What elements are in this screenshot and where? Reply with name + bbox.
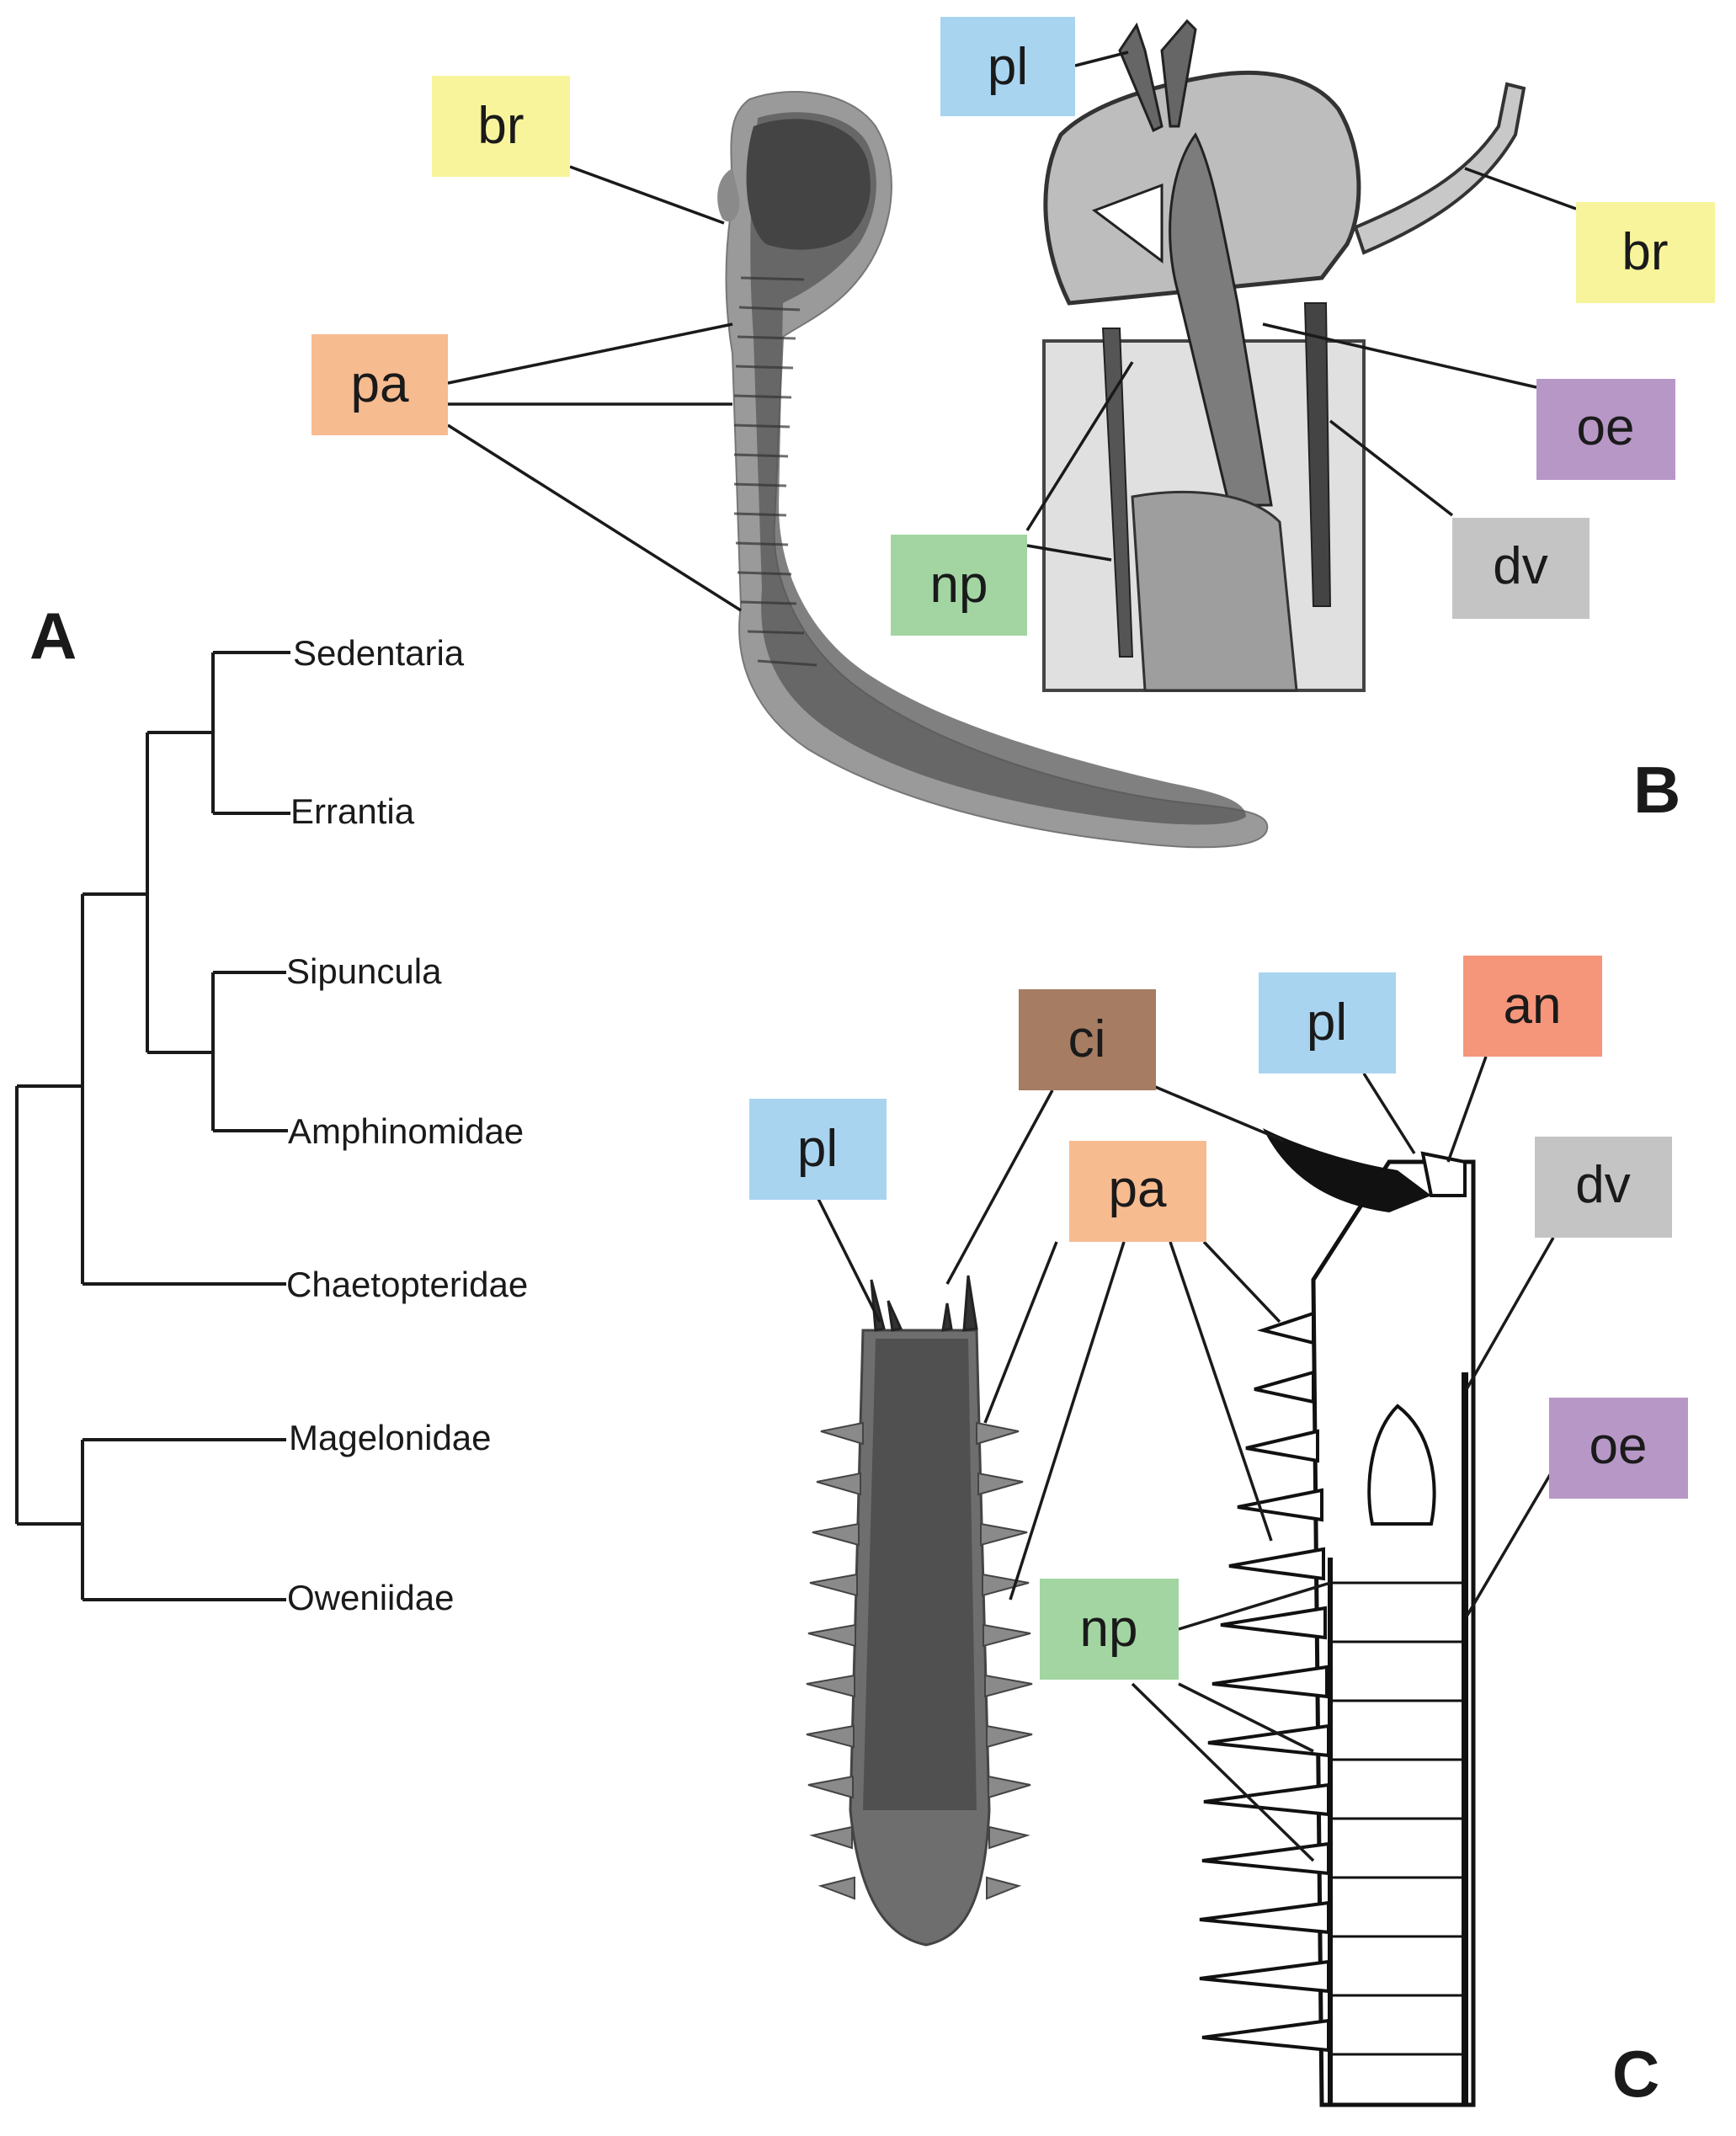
label-np-b: np <box>891 535 1027 636</box>
taxon-sipuncula: Sipuncula <box>286 951 442 991</box>
label-box <box>891 535 1027 636</box>
worm-illustration-c <box>806 1275 1033 1947</box>
taxon-magelonidae: Magelonidae <box>289 1418 492 1457</box>
label-text: pl <box>797 1120 838 1178</box>
label-box <box>1069 1141 1206 1242</box>
label-box <box>1536 379 1675 480</box>
taxon-errantia: Errantia <box>290 791 415 831</box>
label-box <box>1535 1137 1672 1238</box>
label-pl-c-right: pl <box>1259 972 1396 1073</box>
label-text: pl <box>1307 993 1347 1052</box>
label-box <box>940 17 1075 116</box>
label-box <box>1259 972 1396 1073</box>
label-box <box>1576 202 1715 303</box>
label-np-c: np <box>1040 1579 1179 1680</box>
label-text: dv <box>1575 1156 1630 1214</box>
label-box <box>749 1099 887 1200</box>
clade-with-chaetopteridae <box>81 892 286 1286</box>
label-pa-b: pa <box>312 334 448 435</box>
label-br-b-right: br <box>1576 202 1715 303</box>
label-pl-b: pl <box>940 17 1075 116</box>
label-dv-c: dv <box>1535 1137 1672 1238</box>
taxon-amphinomidae: Amphinomidae <box>288 1111 524 1151</box>
taxon-sedentaria: Sedentaria <box>293 633 465 673</box>
label-text: oe <box>1577 398 1635 456</box>
label-text: np <box>1080 1600 1138 1658</box>
label-text: ci <box>1068 1010 1106 1068</box>
panel-label-b: B <box>1633 753 1680 827</box>
label-text: oe <box>1590 1417 1648 1475</box>
clade-magelonidae-oweniidae <box>81 1438 286 1601</box>
label-box <box>312 334 448 435</box>
clade-pleistoannelida <box>146 731 213 1054</box>
panel-label-a: A <box>29 599 77 673</box>
label-dv-b: dv <box>1452 518 1590 619</box>
label-pa-c: pa <box>1069 1141 1206 1242</box>
leader-lines <box>447 51 1577 1862</box>
worm-illustration-b <box>717 91 1269 849</box>
label-text: an <box>1504 977 1562 1035</box>
label-box <box>1040 1579 1179 1680</box>
label-pl-c-left: pl <box>749 1099 887 1200</box>
label-text: pl <box>988 38 1028 96</box>
label-box <box>432 76 570 177</box>
label-oe-b: oe <box>1536 379 1675 480</box>
cladogram: Sedentaria Errantia Sipuncula Amphinomid… <box>15 633 528 1617</box>
clade-sipuncula-amphinomidae <box>211 971 288 1132</box>
label-box <box>1452 518 1590 619</box>
anatomy-section-c <box>1199 1128 1476 2107</box>
label-box <box>1463 956 1602 1057</box>
label-text: br <box>1622 223 1668 281</box>
label-text: pa <box>1109 1160 1167 1218</box>
label-text: np <box>930 556 988 614</box>
label-box <box>1019 989 1156 1090</box>
label-an-c: an <box>1463 956 1602 1057</box>
label-text: br <box>477 97 524 155</box>
label-box <box>1549 1398 1688 1499</box>
taxon-oweniidae: Oweniidae <box>287 1578 454 1617</box>
clade-sedentaria-errantia <box>211 651 290 815</box>
anatomy-section-b <box>1042 19 1526 692</box>
label-text: dv <box>1493 537 1547 595</box>
taxon-chaetopteridae: Chaetopteridae <box>286 1265 528 1304</box>
label-ci-c: ci <box>1019 989 1156 1090</box>
clade-root <box>15 1084 83 1526</box>
label-text: pa <box>351 355 409 413</box>
label-br-b-left: br <box>432 76 570 177</box>
panel-label-c: C <box>1612 2037 1659 2111</box>
label-oe-c: oe <box>1549 1398 1688 1499</box>
